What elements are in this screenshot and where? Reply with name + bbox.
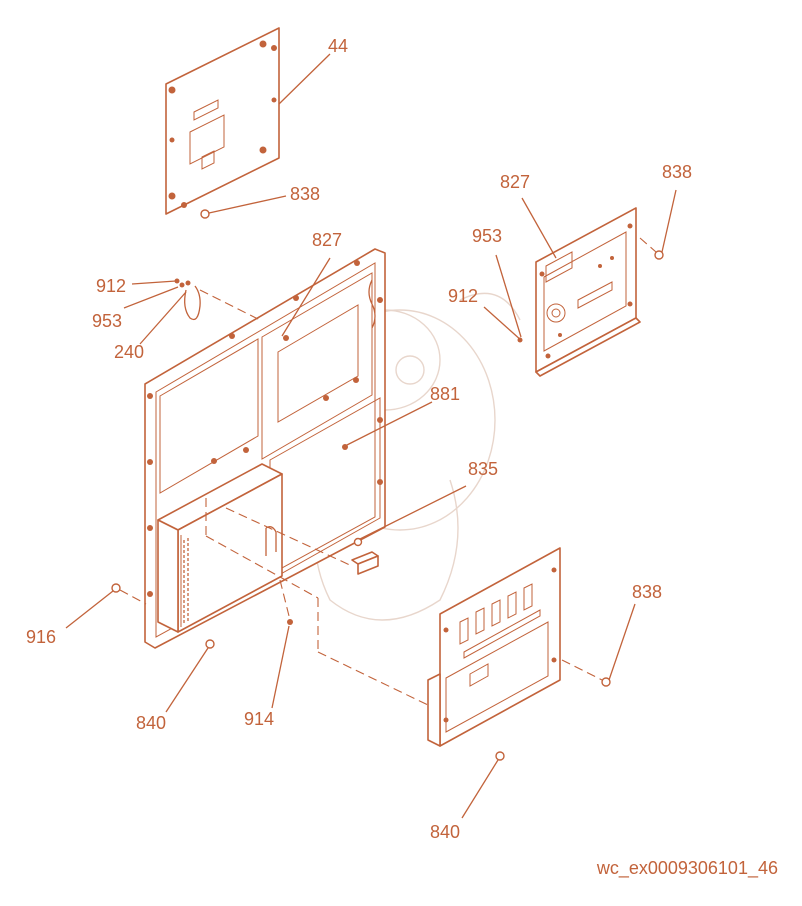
- top-cover-panel: [165, 27, 331, 219]
- callout-labels: 44 838 827 838 953 912 827 912 953 240 8…: [26, 36, 692, 842]
- callout-881: 881: [430, 384, 460, 404]
- callout-916: 916: [26, 627, 56, 647]
- callout-838-lower: 838: [632, 582, 662, 602]
- callout-835: 835: [468, 459, 498, 479]
- callout-840-bottom: 840: [430, 822, 460, 842]
- diagram-reference-id: wc_ex0009306101_46: [596, 858, 778, 878]
- callout-44: 44: [328, 36, 348, 56]
- callout-827-frame: 827: [312, 230, 342, 250]
- assembly-lines: [205, 498, 431, 707]
- callout-953-right: 953: [472, 226, 502, 246]
- loose-screws: [65, 583, 293, 713]
- callout-838-top: 838: [290, 184, 320, 204]
- control-box: [157, 463, 283, 633]
- terminal-strip: [183, 538, 189, 624]
- callout-953-left: 953: [92, 311, 122, 331]
- callout-827-right: 827: [500, 172, 530, 192]
- callout-840-left: 840: [136, 713, 166, 733]
- lower-control-panel: [427, 547, 636, 819]
- callout-838-right: 838: [662, 162, 692, 182]
- callout-914: 914: [244, 709, 274, 729]
- callout-912-right: 912: [448, 286, 478, 306]
- right-control-panel: [281, 189, 677, 448]
- mounting-bracket: [351, 485, 467, 575]
- cable-and-fasteners: [123, 278, 261, 345]
- callout-912-left: 912: [96, 276, 126, 296]
- callout-240: 240: [114, 342, 144, 362]
